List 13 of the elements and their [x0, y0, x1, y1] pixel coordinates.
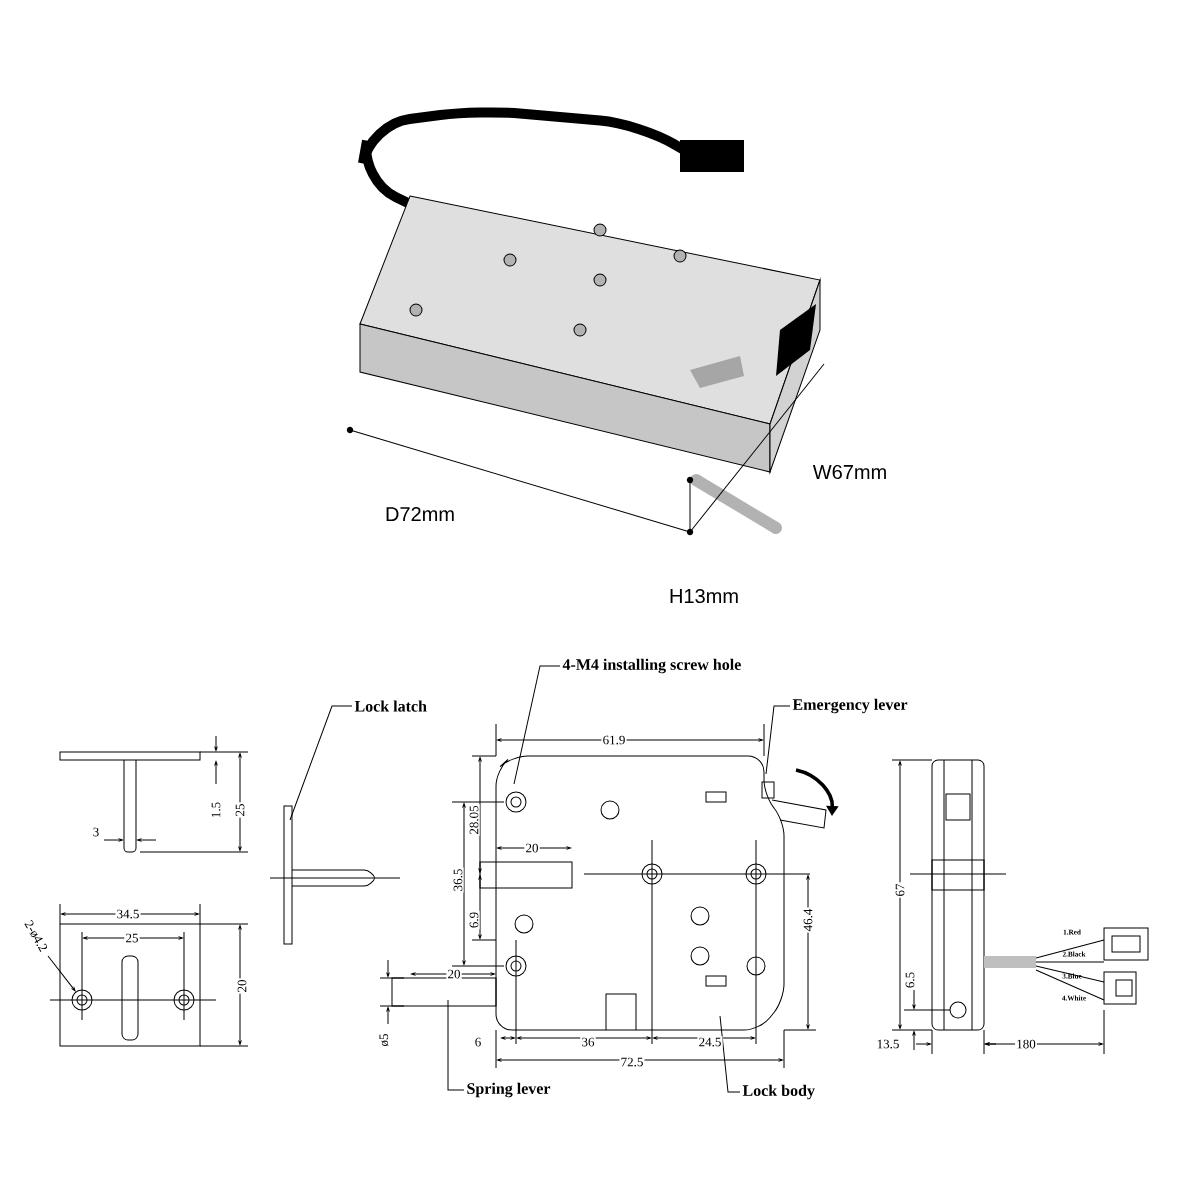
dimension-label: H13mm — [670, 588, 738, 604]
part-label: 4-M4 installing screw hole — [562, 658, 741, 674]
part-label: Spring lever — [467, 1082, 551, 1098]
part-label: Emergency lever — [792, 698, 908, 714]
dimension-label: D72mm — [386, 507, 454, 521]
leader-line — [289, 705, 353, 821]
leader-line — [447, 999, 465, 1091]
part-label: Lock body — [742, 1084, 815, 1100]
leader-line — [513, 665, 561, 785]
leader-line — [719, 1015, 741, 1093]
dimension-label: W67mm — [812, 464, 886, 480]
leader-line — [765, 705, 791, 775]
part-label: Lock latch — [354, 700, 427, 712]
